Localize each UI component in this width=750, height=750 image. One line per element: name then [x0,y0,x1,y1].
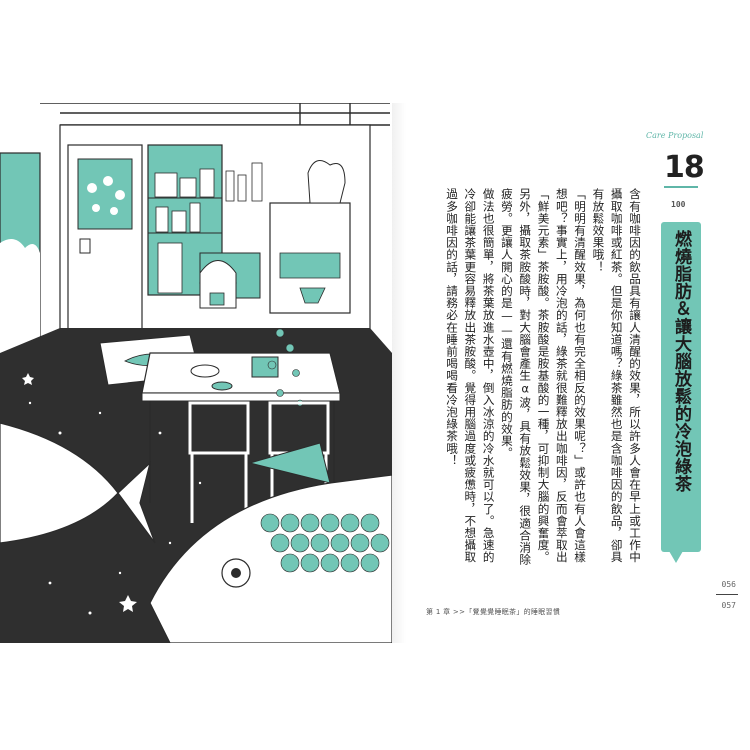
body-text: 含有咖啡因的飲品具有讓人清醒的效果，所以許多人會在早上或工作中攝取咖啡或紅茶。但… [445,188,644,568]
paragraph-1: 含有咖啡因的飲品具有讓人清醒的效果，所以許多人會在早上或工作中攝取咖啡或紅茶。但… [591,188,642,564]
illustration-cafe-fish [0,103,392,643]
page-number-divider [716,594,738,595]
title-box-tail [669,551,683,563]
number-rule [664,186,698,188]
book-gutter [392,103,406,643]
care-proposal-label: Care Proposal [646,131,704,140]
chapter-footer: 第 1 章 >>「覺覺覺睡眠茶」的睡眠習慣 [426,608,561,616]
proposal-subnumber: 100 [671,200,686,209]
page-title: 燃燒脂肪＆讓大腦放鬆的冷泡綠茶 [671,230,691,493]
page-number-left: 056 [721,580,736,589]
proposal-number: 18 [664,150,705,185]
page-number-right: 057 [721,601,736,610]
title-box [661,222,701,552]
paragraph-3: 做法也很簡單，將茶葉放進水壺中，倒入冰涼的冷水就可以了。急速的冷卻能讓茶葉更容易… [445,188,496,564]
paragraph-2: 「明明有清醒效果，為何也有完全相反的效果呢？」或許也有人會這樣想吧？事實上，用冷… [499,188,588,566]
